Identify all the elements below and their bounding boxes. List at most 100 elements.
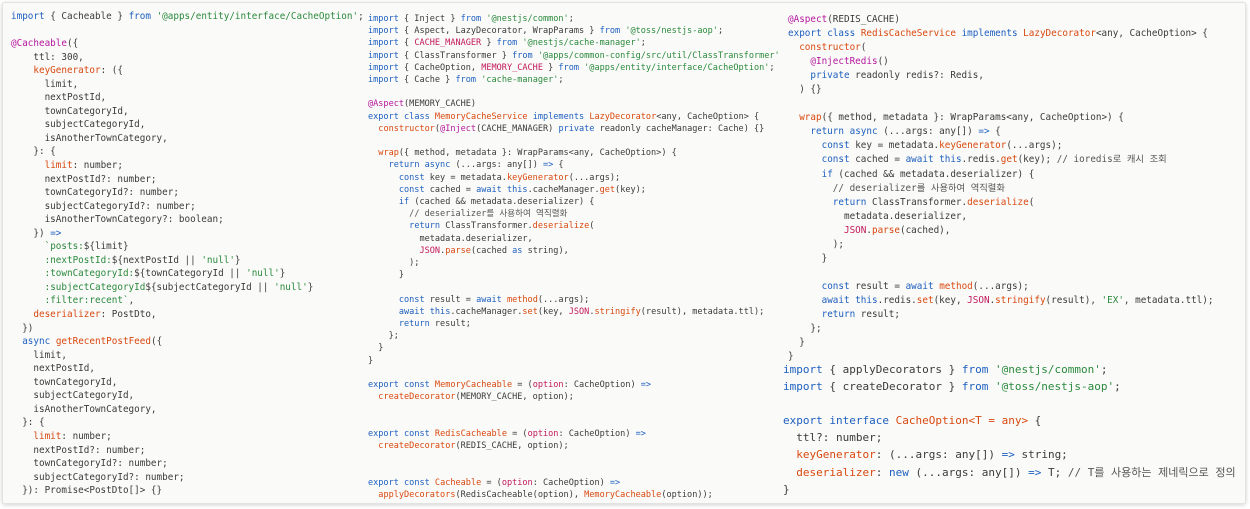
- code-token: [368, 209, 409, 219]
- code-token: (result), metadata.ttl);: [640, 306, 765, 317]
- code-token: { Inject }: [398, 14, 461, 24]
- code-token: subjectCategoryId,: [11, 390, 135, 402]
- code-token: [788, 42, 799, 53]
- code-token: implements: [961, 28, 1018, 40]
- code-token: string),: [522, 245, 569, 256]
- code-token: (REDIS_CACHE, option);: [455, 441, 569, 452]
- code-token: createDecorator: [378, 441, 456, 452]
- code-token: :townCategoryId:: [44, 268, 135, 280]
- code-line: [368, 135, 778, 147]
- code-line: metadata.deserializer,: [788, 210, 1243, 224]
- code-line: [368, 86, 778, 98]
- code-line: nextPostId,: [11, 362, 363, 376]
- code-token: ttl?: number;: [783, 431, 883, 445]
- code-token: [788, 140, 822, 151]
- code-token: [368, 295, 399, 305]
- code-token: import: [783, 380, 823, 394]
- code-token: isAnotherTownCategory,: [11, 132, 168, 144]
- code-token: .cacheManager.: [450, 306, 523, 317]
- code-token: @InjectRedis: [810, 56, 878, 68]
- code-token: return: [821, 308, 856, 320]
- code-line: [11, 24, 363, 38]
- code-line: };: [788, 322, 1243, 336]
- code-line: const result = await method(...args);: [788, 280, 1243, 294]
- code-line: [788, 97, 1243, 111]
- code-line: private readonly redis?: Redis,: [788, 69, 1243, 83]
- code-token: townCategoryId?: number;: [11, 458, 168, 470]
- code-token: isAnotherTownCategory,: [11, 403, 157, 415]
- code-line: }: [788, 350, 1243, 364]
- code-line: return async (...args: any[]) => {: [788, 125, 1243, 139]
- code-token: =>: [1001, 448, 1015, 462]
- code-token: result =: [424, 294, 477, 305]
- code-token: (RedisCacheable(option),: [455, 489, 585, 500]
- code-token: <any, CacheOption> {: [656, 111, 760, 122]
- code-token: [368, 319, 399, 329]
- code-token: limit: [44, 160, 73, 172]
- code-token: {: [553, 160, 564, 171]
- code-token: import: [368, 50, 399, 61]
- code-token: }: {: [11, 146, 56, 158]
- code-token: }: [788, 252, 828, 264]
- code-token: <any, CacheOption> {: [1095, 28, 1208, 40]
- code-panel-memory-cache-service: import { Inject } from '@nestjs/common';…: [368, 13, 778, 501]
- code-line: JSON.parse(cached as string),: [368, 245, 778, 257]
- code-token: deserialize: [532, 221, 590, 232]
- code-line: await this.cacheManager.set(key, JSON.st…: [368, 306, 778, 318]
- code-line: @InjectRedis(): [788, 55, 1243, 69]
- code-line: }: {: [11, 416, 363, 430]
- code-token: =>: [50, 227, 62, 239]
- code-token: metadata.deserializer,: [368, 233, 533, 244]
- code-token: async: [849, 126, 878, 138]
- code-token: result;: [855, 308, 900, 320]
- code-token: '@apps/entity/interface/CacheOption': [584, 62, 770, 73]
- code-token: limit,: [11, 349, 67, 361]
- code-token: ;: [769, 62, 775, 73]
- code-line: :filter:recent`,: [11, 294, 363, 308]
- code-token: :subjectCategoryId: [44, 281, 146, 293]
- code-token: @Cacheable: [11, 38, 67, 50]
- code-line: townCategoryId,: [11, 376, 363, 390]
- code-token: : number;: [61, 430, 112, 442]
- code-token: [368, 173, 399, 183]
- code-token: getRecentPostFeed: [55, 336, 151, 348]
- code-token: '@nestjs/cache-manager': [522, 38, 641, 49]
- code-token: JSON: [568, 306, 590, 317]
- code-token: (cached),: [899, 224, 951, 236]
- code-token: constructor: [378, 123, 435, 134]
- code-line: export class RedisCacheService implement…: [788, 27, 1243, 41]
- code-line: const result = await method(...args);: [368, 294, 778, 306]
- code-token: '@toss/nestjs-aop': [994, 380, 1115, 394]
- code-token: : ({: [100, 65, 123, 77]
- code-token: =>: [640, 380, 652, 391]
- code-token: [368, 197, 399, 207]
- code-token: parse: [871, 224, 900, 236]
- code-token: (key);: [615, 184, 646, 195]
- code-block: import { Inject } from '@nestjs/common';…: [368, 13, 778, 501]
- code-token: [788, 126, 810, 137]
- code-token: '@apps/entity/interface/CacheOption': [156, 11, 359, 22]
- code-line: JSON.parse(cached),: [788, 224, 1243, 238]
- code-token: [368, 307, 399, 317]
- code-line: }): Promise<PostDto[]> {}: [11, 484, 363, 498]
- code-token: @Aspect: [368, 99, 405, 110]
- code-token: = (: [506, 428, 528, 439]
- code-token: CACHE_MANAGER: [414, 38, 482, 49]
- code-line: keyGenerator: ({: [11, 64, 363, 78]
- code-token: (: [860, 42, 867, 54]
- code-token: method: [939, 280, 973, 292]
- code-token: .cacheManager.: [527, 184, 600, 195]
- code-token: Cacheable: [434, 477, 482, 488]
- code-token: [788, 295, 822, 306]
- code-line: }): [11, 322, 363, 336]
- code-token: =>: [542, 160, 554, 171]
- code-token: (CACHE_MANAGER): [476, 123, 559, 134]
- code-token: };: [368, 331, 399, 342]
- code-token: { createDecorator }: [822, 380, 962, 394]
- code-panel-cache-option-interface: import { applyDecorators } from '@nestjs…: [783, 361, 1243, 498]
- code-token: ({: [66, 38, 79, 50]
- code-token: return: [398, 319, 430, 330]
- code-token: }: [542, 62, 559, 73]
- code-line: limit: number;: [11, 159, 363, 173]
- code-token: townCategoryId,: [11, 105, 129, 117]
